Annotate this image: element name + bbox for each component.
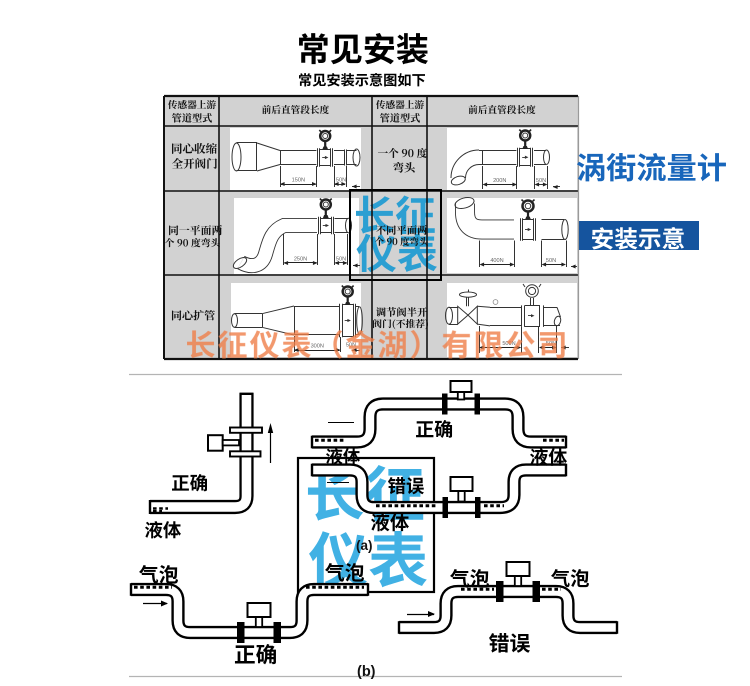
svg-text:200N: 200N <box>493 178 506 184</box>
svg-text:150N: 150N <box>292 178 305 184</box>
svg-text:50N: 50N <box>536 178 546 184</box>
svg-text:300N: 300N <box>311 344 324 350</box>
svg-text:400N: 400N <box>490 258 503 264</box>
svg-text:(b): (b) <box>357 664 376 680</box>
svg-text:50N: 50N <box>546 258 556 264</box>
svg-text:(a): (a) <box>356 538 373 553</box>
svg-text:500N: 500N <box>502 341 515 347</box>
svg-text:250N: 250N <box>294 257 307 263</box>
svg-text:50N: 50N <box>336 257 346 263</box>
svg-text:50N: 50N <box>336 178 346 184</box>
